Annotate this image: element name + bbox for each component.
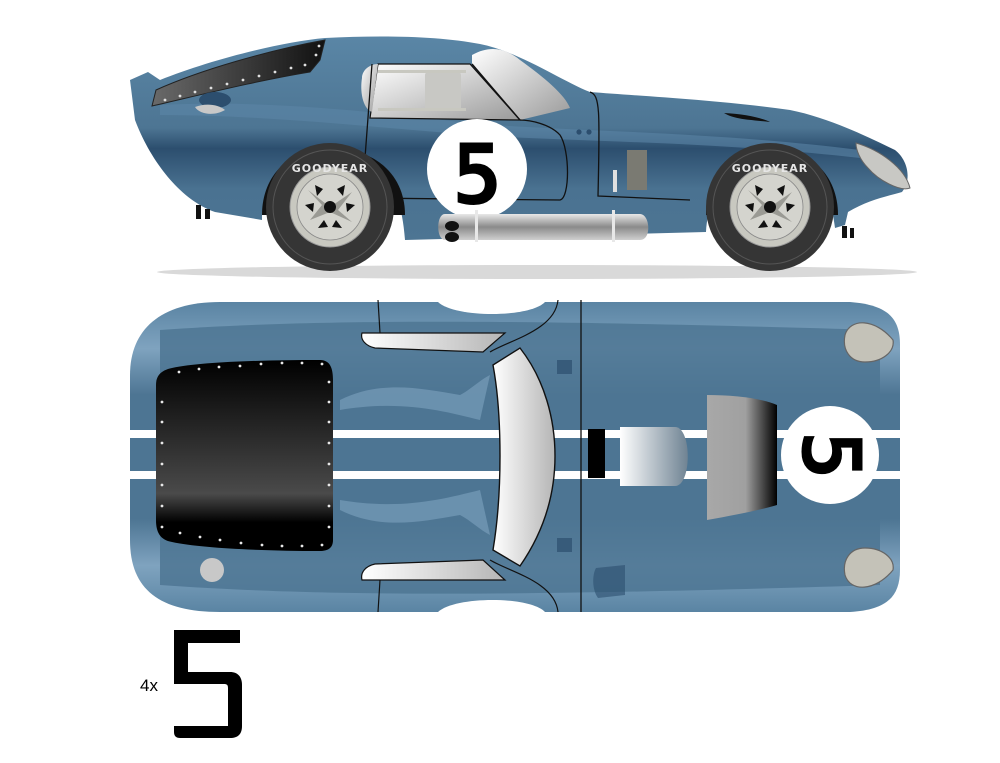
hatch-rivets — [160, 361, 331, 548]
rear-tire-brand: GOODYEAR — [292, 162, 369, 175]
top-headlight-right — [843, 547, 894, 588]
top-windshield — [492, 347, 556, 567]
window-panel — [425, 72, 461, 110]
side-exhaust — [438, 214, 649, 240]
top-side-window-left — [361, 332, 507, 353]
decal-quantity-label: 4x — [140, 676, 158, 695]
decal-number-glyph — [174, 630, 242, 738]
side-view: 5 GOODYEAR — [130, 36, 917, 279]
ground-shadow — [157, 265, 917, 279]
top-headlight-left — [843, 322, 894, 363]
top-side-window-right — [361, 559, 507, 581]
top-race-number: 5 — [783, 430, 878, 479]
side-vent — [627, 150, 647, 190]
top-hood-bulge — [620, 427, 688, 486]
rear-vent — [199, 92, 231, 108]
door-outline — [361, 63, 569, 201]
rear-wheel: GOODYEAR — [266, 143, 394, 271]
side-race-number: 5 — [452, 126, 503, 224]
side-number-disc — [427, 119, 527, 219]
decal-number: 5 — [166, 622, 246, 747]
top-view: 5 — [130, 299, 900, 613]
side-headlight — [855, 142, 911, 190]
rivets — [163, 44, 321, 102]
front-wheel: GOODYEAR — [706, 143, 834, 271]
side-highlight — [160, 103, 860, 158]
top-rear-hatch — [156, 360, 333, 551]
top-number-disc — [781, 406, 879, 504]
top-hood-scoop — [707, 395, 777, 520]
front-tire-brand: GOODYEAR — [732, 162, 809, 175]
fuel-cap — [200, 558, 224, 582]
top-hood-vent-black — [588, 429, 605, 478]
rear-vent-insert — [195, 104, 225, 114]
svg-text:5: 5 — [166, 622, 167, 623]
windshield — [472, 48, 570, 120]
